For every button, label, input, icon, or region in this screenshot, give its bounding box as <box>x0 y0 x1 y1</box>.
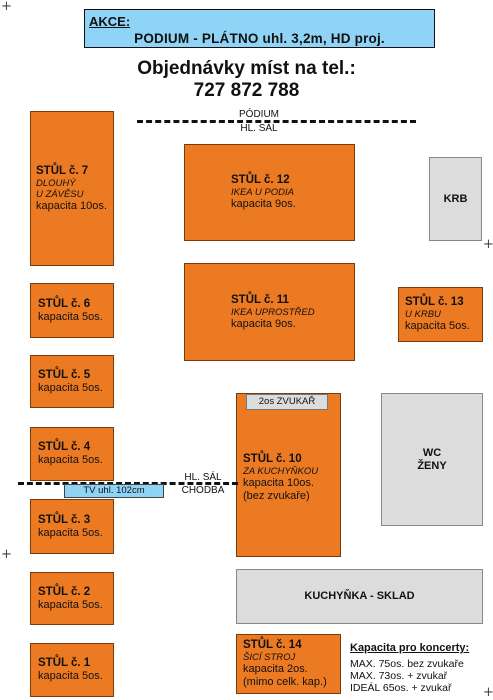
kitchen-storage: KUCHYŇKA - SKLAD <box>236 569 483 624</box>
table-12[interactable]: STŮL č. 12 IKEA U PODIA kapacita 9os. <box>184 144 355 241</box>
table-1[interactable]: STŮL č. 1 kapacita 5os. <box>30 643 114 697</box>
table-name: STŮL č. 4 <box>38 441 91 453</box>
table-capacity: kapacita 9os. <box>231 198 296 210</box>
table-capacity-note: (bez zvukaře) <box>243 490 310 502</box>
crop-mark-bottom-right: + <box>483 685 493 700</box>
table-note: ZA KUCHYŇKOU <box>243 466 319 477</box>
table-capacity: kapacita 5os. <box>38 598 103 611</box>
table-5[interactable]: STŮL č. 5 kapacita 5os. <box>30 355 114 408</box>
capacity-line: MAX. 75os. bez zvukaře <box>350 658 464 670</box>
table-capacity: kapacita 5os. <box>38 526 103 539</box>
table-note: U ZÁVĚSU <box>36 188 84 200</box>
table-name: STŮL č. 10 <box>243 453 302 465</box>
table-capacity: kapacita 5os. <box>405 320 470 332</box>
table-13[interactable]: STŮL č. 13 U KRBU kapacita 5os. <box>398 287 483 342</box>
table-note: IKEA UPROSTŘED <box>231 306 315 318</box>
table-2[interactable]: STŮL č. 2 kapacita 5os. <box>30 572 114 625</box>
hall-label-mid: HL. SÁL <box>184 472 222 483</box>
crop-mark-left: + <box>1 547 12 562</box>
table-7[interactable]: STŮL č. 7 DLOUHÝ U ZÁVĚSU kapacita 10os. <box>30 111 114 266</box>
table-name: STŮL č. 5 <box>38 368 91 381</box>
hall-label-top: HL. SÁL <box>240 123 278 134</box>
table-name: STŮL č. 7 <box>36 164 89 177</box>
table-4[interactable]: STŮL č. 4 kapacita 5os. <box>30 427 114 481</box>
order-text: Objednávky míst na tel.: <box>137 58 356 79</box>
table-name: STŮL č. 1 <box>38 657 91 669</box>
table-note: ŠICÍ STROJ <box>243 652 296 663</box>
capacity-title: Kapacita pro koncerty: <box>350 642 470 654</box>
table-capacity: kapacita 10os. <box>243 477 314 489</box>
sound-engineer-spot: 2os ZVUKAŘ <box>246 394 328 410</box>
tv-screen: TV uhl. 102cm <box>64 484 164 498</box>
table-note: DLOUHÝ <box>36 177 76 189</box>
table-capacity: kapacita 10os. <box>36 199 107 212</box>
order-info: Objednávky míst na tel.: 727 872 788 <box>0 58 493 102</box>
table-6[interactable]: STŮL č. 6 kapacita 5os. <box>30 283 114 338</box>
table-capacity: kapacita 5os. <box>38 670 103 682</box>
crop-mark-top-left: + <box>1 0 12 14</box>
table-name: STŮL č. 6 <box>38 297 91 310</box>
table-name: STŮL č. 2 <box>38 585 91 598</box>
table-3[interactable]: STŮL č. 3 kapacita 5os. <box>30 499 114 554</box>
banner-title: AKCE: <box>89 14 131 29</box>
podium-label: PÓDIUM <box>239 109 279 120</box>
order-phone: 727 872 788 <box>193 80 300 101</box>
table-11[interactable]: STŮL č. 11 IKEA UPROSTŘED kapacita 9os. <box>184 263 355 361</box>
table-10[interactable]: STŮL č. 10 ZA KUCHYŇKOU kapacita 10os. (… <box>236 393 341 557</box>
banner-subtitle: PODIUM - PLÁTNO uhl. 3,2m, HD proj. <box>134 31 385 46</box>
table-capacity-note: (mimo celk. kap.) <box>243 676 327 688</box>
podium-line <box>137 120 416 123</box>
table-name: STŮL č. 12 <box>231 174 290 186</box>
table-capacity: kapacita 9os. <box>231 317 296 330</box>
capacity-line: IDEÁL 65os. + zvukař <box>350 682 452 694</box>
table-note: IKEA U PODIA <box>231 187 294 198</box>
table-capacity: kapacita 5os. <box>38 454 103 466</box>
table-name: STŮL č. 3 <box>38 513 91 526</box>
table-capacity: kapacita 5os. <box>38 310 103 323</box>
table-name: STŮL č. 11 <box>231 293 289 306</box>
crop-mark-right: + <box>483 237 493 252</box>
table-capacity: kapacita 2os. <box>243 663 308 675</box>
kitchen-label: KUCHYŇKA - SKLAD <box>304 590 415 602</box>
capacity-line: MAX. 73os. + zvukař <box>350 670 448 682</box>
table-capacity: kapacita 5os. <box>38 381 103 394</box>
corridor-label: CHODBA <box>181 485 225 496</box>
table-name: STŮL č. 13 <box>405 296 464 308</box>
fireplace-label: KRB <box>443 192 468 205</box>
wc-women-label: ŽENY <box>417 459 447 472</box>
table-name: STŮL č. 14 <box>243 639 302 651</box>
table-note: U KRBU <box>405 309 441 320</box>
fireplace: KRB <box>429 157 482 241</box>
wc-label: WC <box>422 446 442 459</box>
corridor-line <box>18 482 238 485</box>
wc-women: WC ŽENY <box>381 393 483 526</box>
event-banner: AKCE: PODIUM - PLÁTNO uhl. 3,2m, HD proj… <box>84 9 435 48</box>
table-14[interactable]: STŮL č. 14 ŠICÍ STROJ kapacita 2os. (mim… <box>236 634 341 694</box>
